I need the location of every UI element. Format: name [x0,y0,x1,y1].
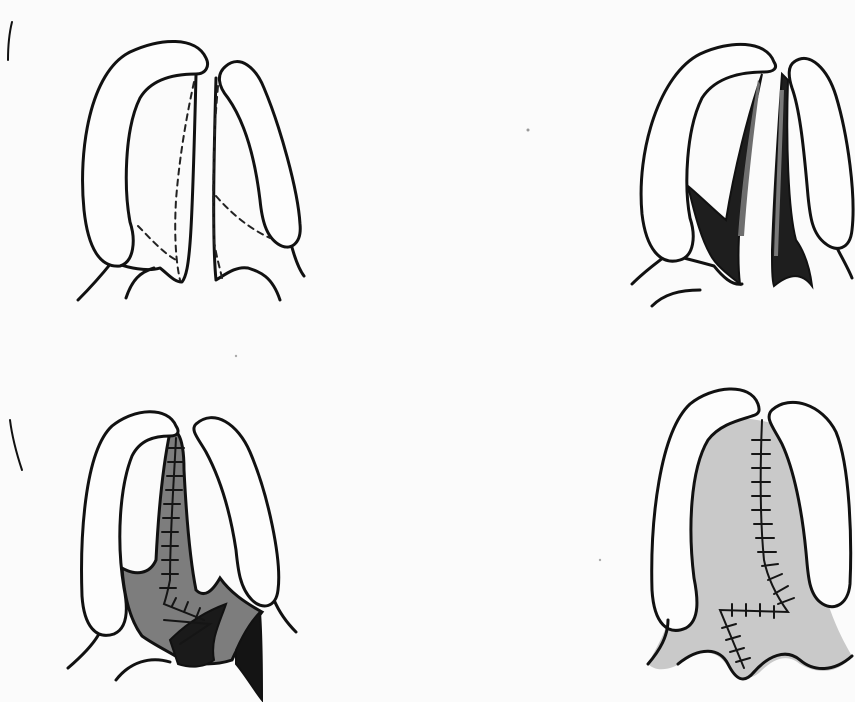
left-alar-rim [83,41,208,266]
left-incision-branch-dashed [138,226,176,260]
right-alar-rim [219,62,300,248]
margin-mark-top [8,22,12,60]
right-tail [274,600,296,632]
left-base-line [68,632,100,668]
left-inner-arc [126,268,154,298]
left-incision-dashed [175,82,194,280]
margin-mark-bottom [10,420,22,470]
panel-top-left [78,41,304,300]
panel-bottom-left [68,412,296,700]
panel-top-right [632,44,853,306]
panel-bottom-right [648,389,852,679]
right-tail [836,246,852,278]
left-inner-arc [116,660,170,680]
left-inner-arc [652,290,700,306]
right-alar-rim [194,418,279,606]
paper-speck [235,355,237,357]
right-alar-rim [789,58,853,248]
paper-speck [527,129,530,132]
paper-speck [599,559,601,561]
